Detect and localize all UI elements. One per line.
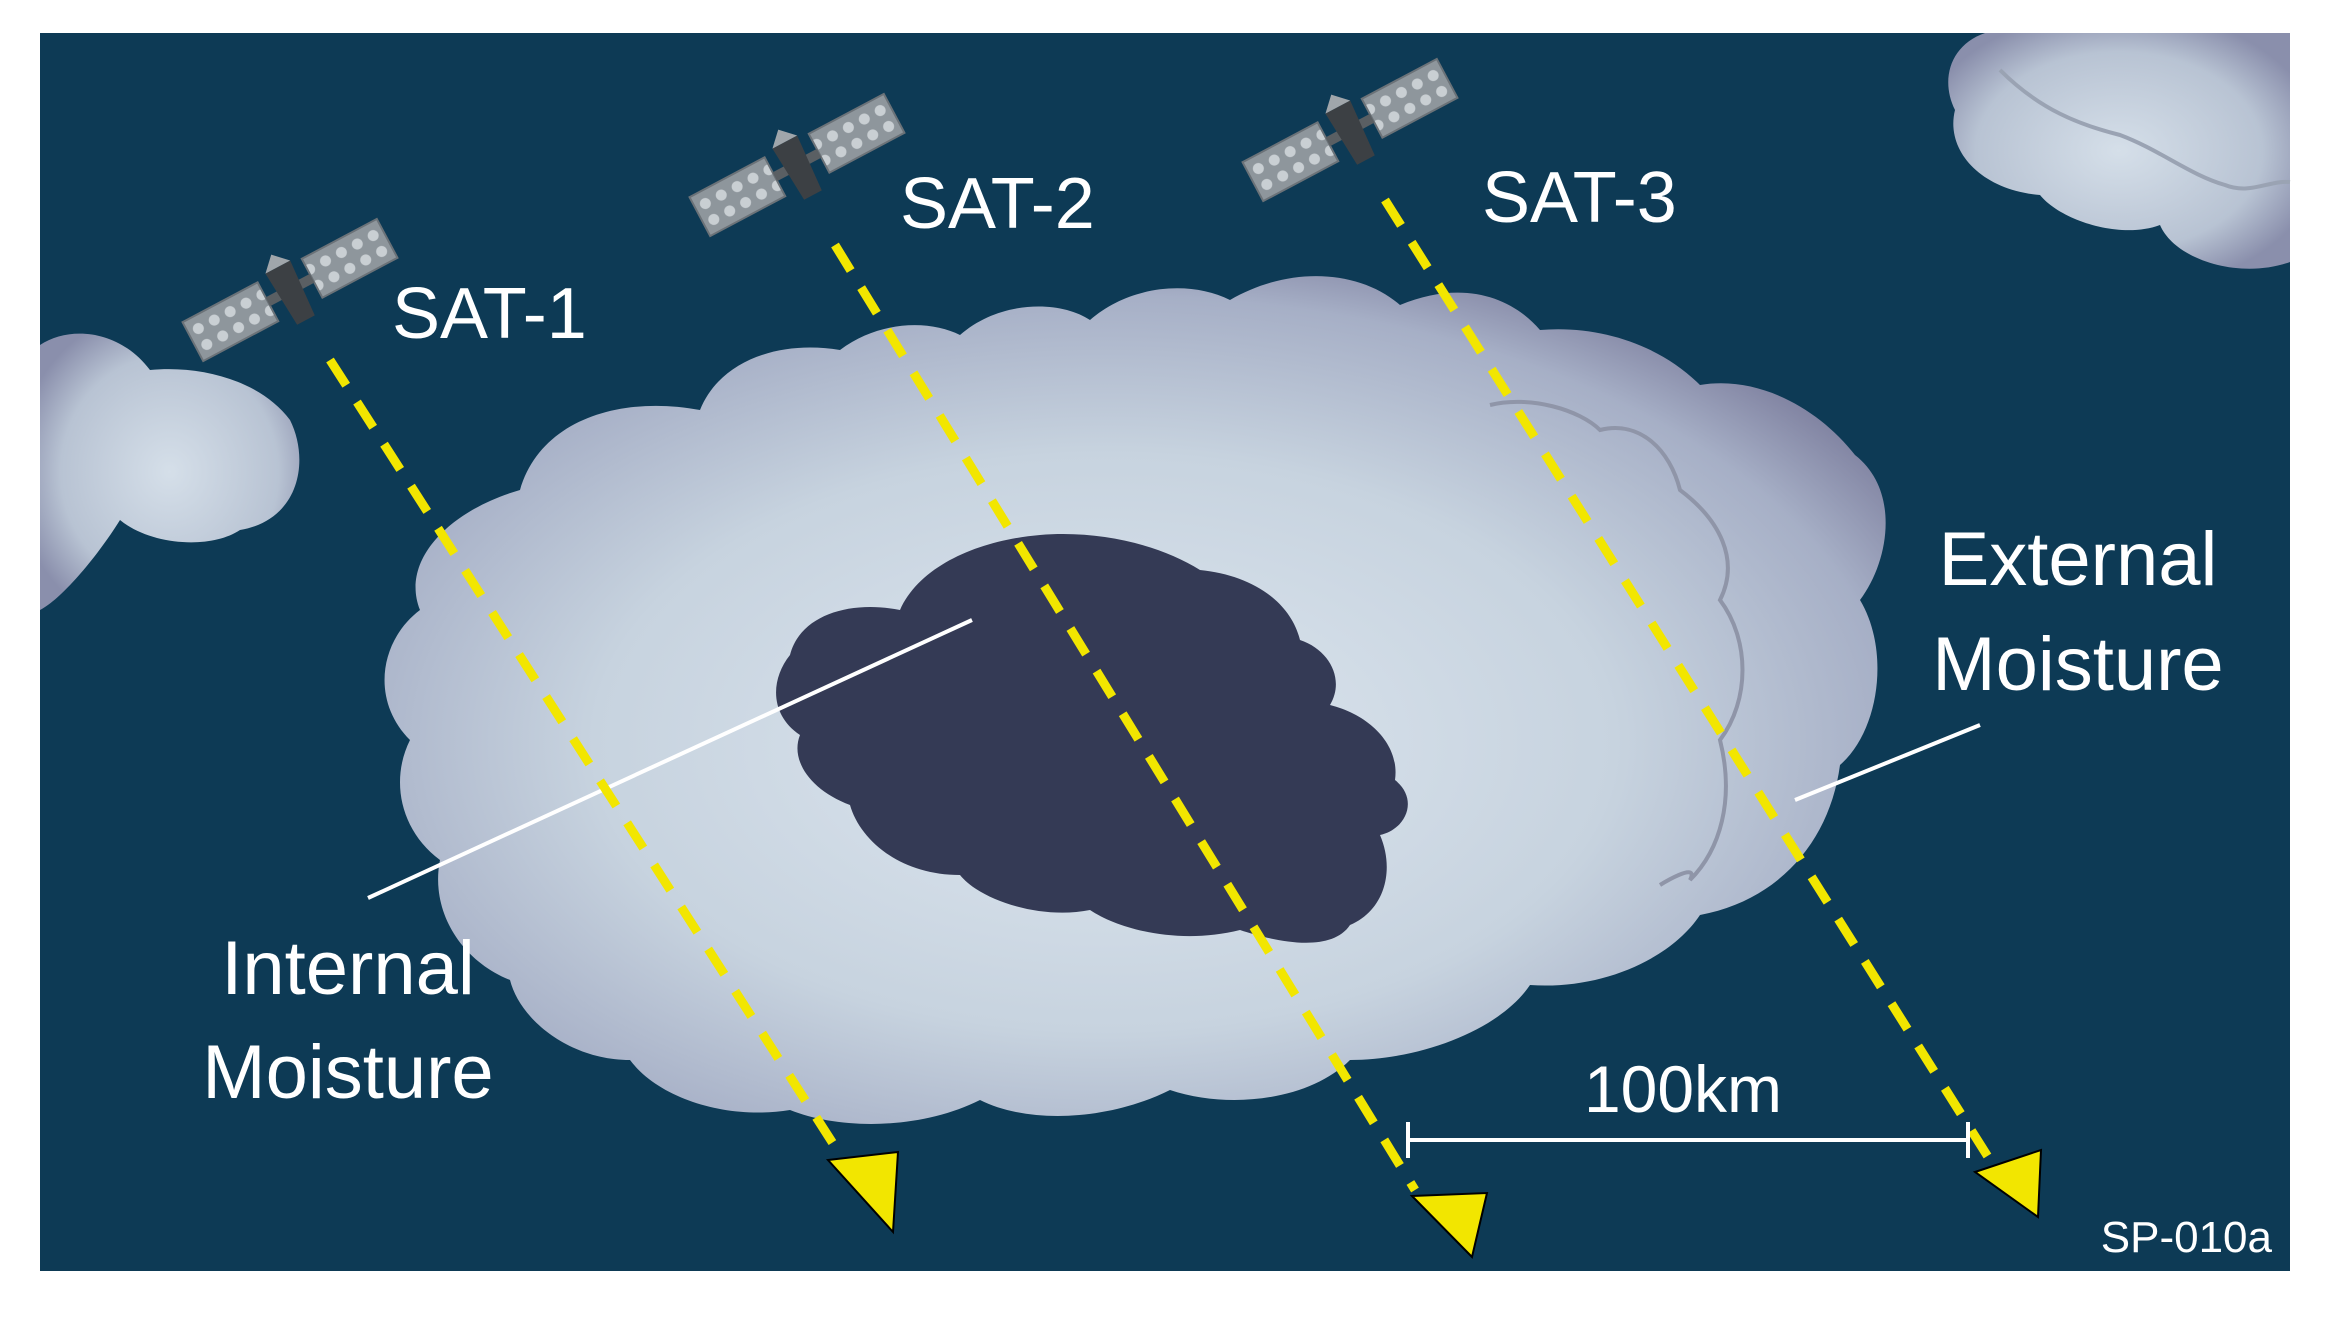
sat-1-label: SAT-1 xyxy=(392,274,587,354)
external-moisture-label-line2: Moisture xyxy=(1932,622,2223,707)
figure-code: SP-010a xyxy=(2101,1213,2273,1262)
beam-sat-2 xyxy=(831,242,1489,1259)
satellite-3-icon xyxy=(1241,57,1459,203)
internal-moisture-label-line1: Internal xyxy=(221,926,475,1011)
satellite-2-icon xyxy=(688,92,906,238)
sat-3-label: SAT-3 xyxy=(1482,158,1677,238)
internal-moisture-label-line2: Moisture xyxy=(202,1030,493,1115)
cloud-left xyxy=(40,333,300,610)
scale-bar xyxy=(1406,1122,1970,1158)
scale-label: 100km xyxy=(1584,1052,1782,1126)
beam-sat-3 xyxy=(1381,197,2043,1219)
satellite-1-icon xyxy=(181,217,399,363)
external-moisture-leader xyxy=(1794,723,1981,802)
external-moisture-label-line1: External xyxy=(1939,517,2218,602)
internal-moisture-leader xyxy=(367,618,973,900)
sat-2-label: SAT-2 xyxy=(900,164,1095,244)
beam-sat-1 xyxy=(326,357,900,1235)
cloud-top-right xyxy=(1948,33,2291,269)
